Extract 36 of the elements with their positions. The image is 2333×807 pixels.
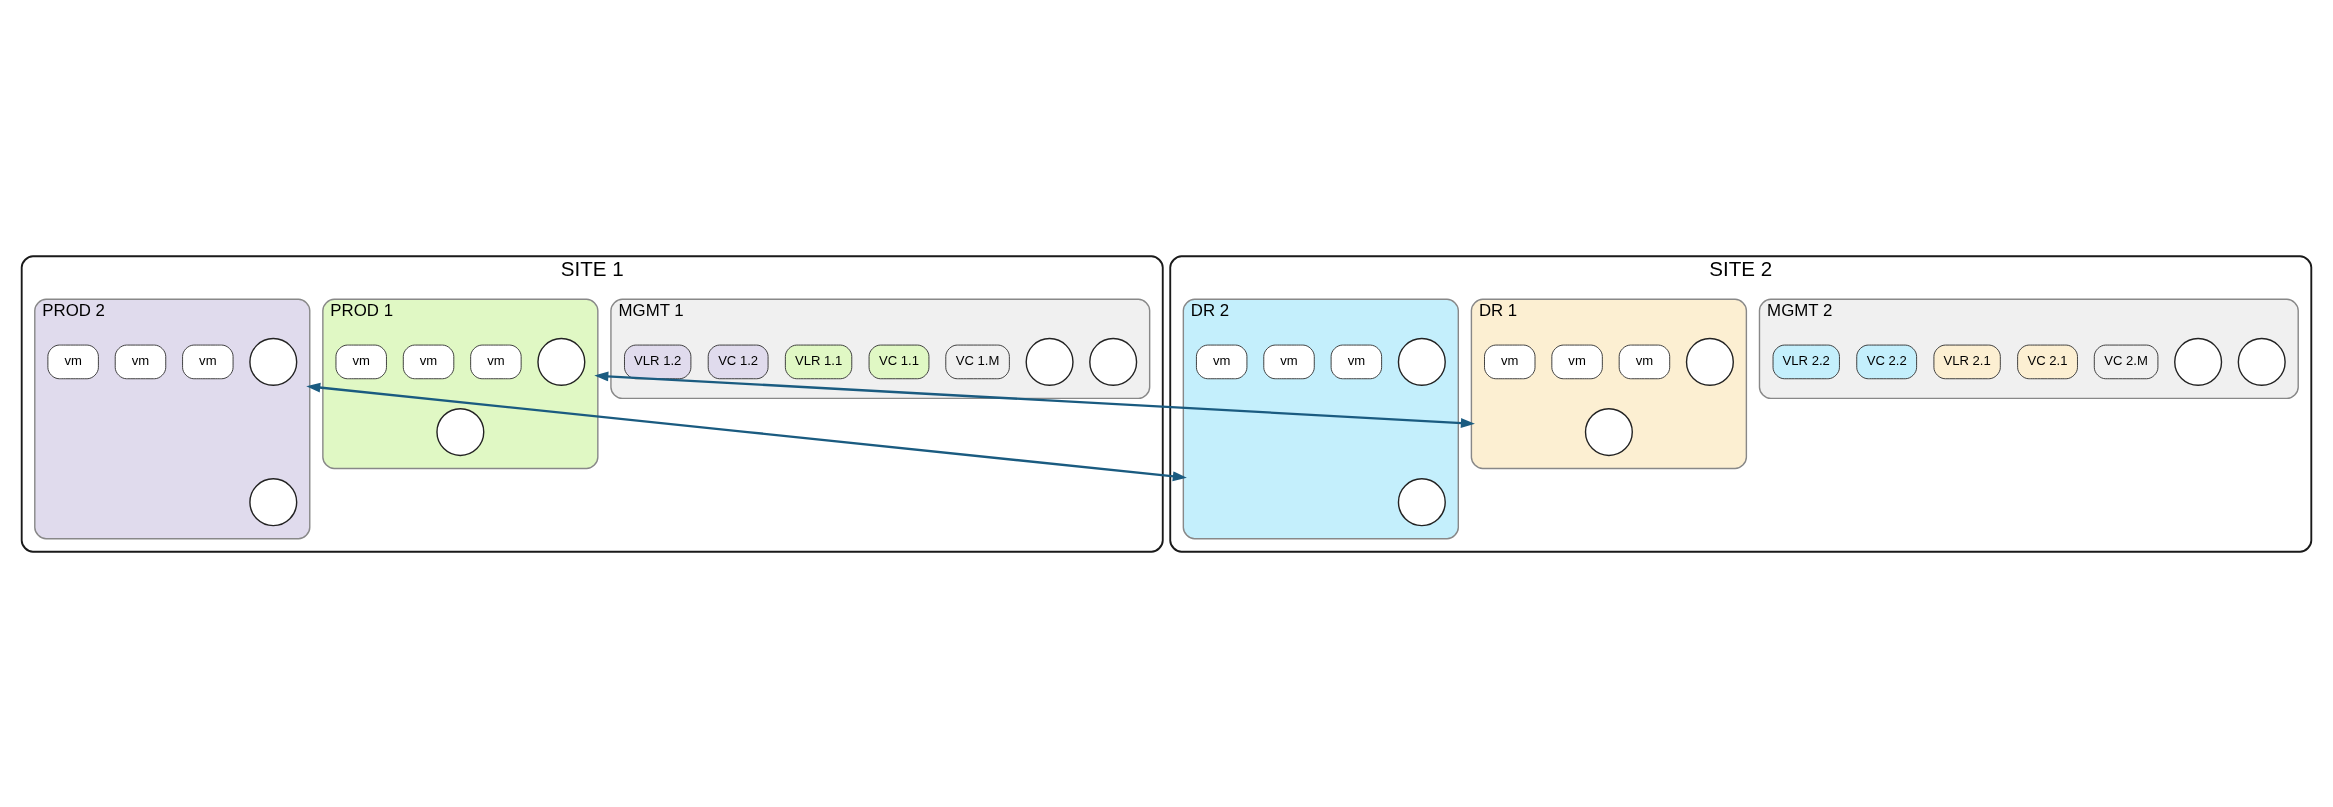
node-box: VLR 2.1	[1933, 344, 2001, 379]
node-box: vm	[1330, 344, 1383, 379]
node-circle	[1685, 337, 1734, 386]
node-box: VC 2.1	[2017, 344, 2078, 379]
node-circle	[2237, 337, 2286, 386]
node-box: VC 2.M	[2093, 344, 2159, 379]
node-box: vm	[335, 344, 387, 379]
node-circle	[249, 477, 298, 526]
node-circle	[1025, 337, 1074, 386]
node-circle	[436, 407, 485, 456]
node-circle	[1089, 337, 1138, 386]
arrow	[306, 382, 1187, 481]
node-box: VC 2.2	[1856, 344, 1918, 379]
arrow	[594, 370, 1475, 428]
node-box: VC 1.1	[868, 344, 930, 379]
node-box: vm	[1263, 344, 1315, 379]
node-box: VLR 1.1	[784, 344, 853, 379]
node-circle	[249, 337, 298, 386]
node-circle	[1397, 477, 1446, 526]
node-box: vm	[470, 344, 522, 379]
node-box: vm	[402, 344, 455, 379]
node-circle	[2174, 337, 2223, 386]
node-circle	[1397, 337, 1446, 386]
node-box: vm	[1484, 344, 1536, 379]
node-box: vm	[1195, 344, 1248, 379]
node-box: vm	[1551, 344, 1603, 379]
node-circle	[1584, 407, 1633, 456]
node-box: vm	[47, 344, 99, 379]
node-box: vm	[114, 344, 167, 379]
node-box: vm	[182, 344, 234, 379]
node-box: VC 1.M	[945, 344, 1010, 379]
node-box: VLR 1.2	[624, 344, 692, 379]
node-box: vm	[1618, 344, 1671, 379]
node-box: VLR 2.2	[1772, 344, 1840, 379]
node-circle	[537, 337, 586, 386]
node-box: VC 1.2	[707, 344, 769, 379]
